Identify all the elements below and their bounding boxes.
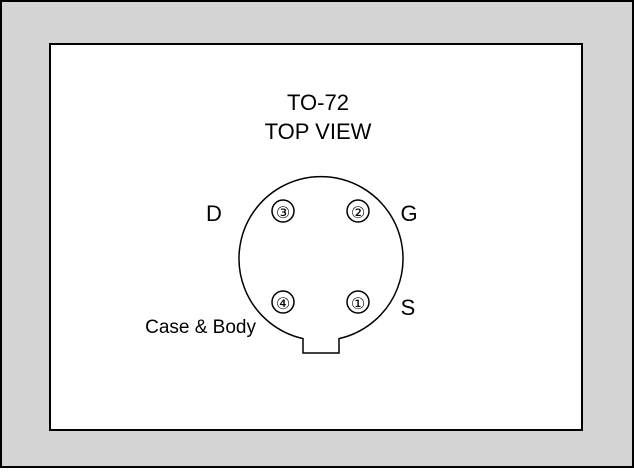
package-outline (238, 175, 404, 354)
pin-3-number: ③ (276, 205, 290, 222)
pin-label-case-body: Case & Body (145, 317, 256, 338)
pin-label-d: D (206, 201, 222, 226)
pin-label-g: G (400, 201, 417, 226)
diagram-panel (49, 43, 583, 431)
pin-2-circle (346, 199, 370, 223)
pin-4-circle (271, 290, 295, 314)
package-title: TO-72 (287, 90, 349, 115)
pin-label-s: S (401, 295, 416, 320)
pin-3-circle (271, 199, 295, 223)
pin-2-number: ② (351, 205, 365, 222)
pin-1-circle (346, 290, 370, 314)
pin-1-number: ① (351, 296, 365, 313)
pin-4-number: ④ (276, 296, 290, 313)
view-title: TOP VIEW (265, 119, 372, 144)
